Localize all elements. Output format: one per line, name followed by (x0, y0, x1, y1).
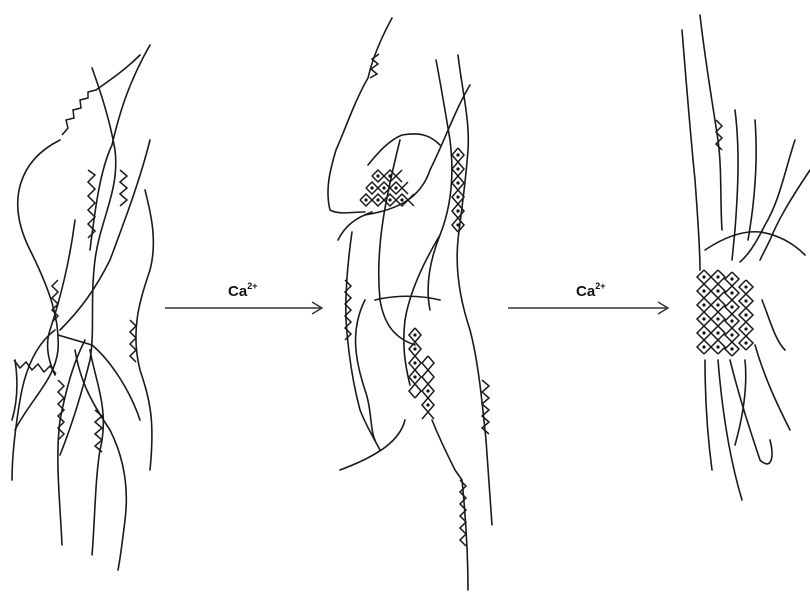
polymer-chain (58, 340, 85, 545)
calcium-ion (376, 174, 379, 177)
calcium-ion (702, 289, 705, 292)
arrow-label-2: Ca2+ (576, 284, 605, 299)
stage-aggregated-network (682, 15, 810, 500)
calcium-ion (730, 277, 733, 280)
calcium-ion (370, 186, 373, 189)
zigzag-segment (62, 90, 96, 135)
calcium-ion (456, 209, 459, 212)
calcium-ion (456, 181, 459, 184)
polymer-chain (346, 232, 380, 450)
calcium-ion (388, 198, 391, 201)
reaction-arrow-2 (508, 302, 668, 314)
calcium-ion (388, 174, 391, 177)
polymer-chain (762, 300, 785, 350)
ion-charge: 2+ (247, 281, 257, 291)
polymer-chain (457, 55, 486, 440)
calcium-ion (456, 223, 459, 226)
calcium-ion (702, 275, 705, 278)
polymer-chain (375, 296, 440, 300)
polymer-chain (760, 170, 810, 260)
calcium-ion (744, 313, 747, 316)
zigzag-segment (130, 320, 136, 362)
polymer-chain (682, 30, 700, 270)
calcium-ion (702, 317, 705, 320)
calcium-ion (702, 345, 705, 348)
polymer-chain (96, 55, 140, 90)
ion-charge: 2+ (595, 281, 605, 291)
calcium-ion (456, 167, 459, 170)
calcium-ion (456, 153, 459, 156)
calcium-ion (744, 285, 747, 288)
calcium-ion (456, 195, 459, 198)
reaction-arrow-1 (165, 302, 322, 314)
zigzag-segment (120, 170, 127, 206)
polymer-chain (368, 134, 440, 165)
stage-partial-crosslinks (328, 18, 492, 590)
calcium-ion (716, 275, 719, 278)
polymer-chain (732, 110, 738, 260)
arrow-label-1: Ca2+ (228, 284, 257, 299)
calcium-ion (426, 403, 429, 406)
calcium-ion (744, 299, 747, 302)
polymer-chain (705, 360, 712, 470)
calcium-ion (730, 347, 733, 350)
calcium-ion (716, 345, 719, 348)
calcium-ion (394, 186, 397, 189)
calcium-ion (716, 331, 719, 334)
calcium-ion (702, 303, 705, 306)
ion-symbol: Ca (576, 283, 595, 300)
calcium-ion (400, 198, 403, 201)
calcium-ion (413, 361, 416, 364)
calcium-ion (730, 333, 733, 336)
polymer-chain (356, 300, 375, 440)
polymer-chain (428, 60, 452, 310)
calcium-ion (364, 198, 367, 201)
polymer-chain (90, 350, 103, 555)
calcium-ion (744, 327, 747, 330)
polymer-chain (136, 190, 154, 470)
calcium-ion (413, 347, 416, 350)
calcium-ion (702, 331, 705, 334)
calcium-ion (730, 319, 733, 322)
polymer-chain (755, 345, 790, 430)
polymer-chain (735, 360, 746, 445)
polymer-chain (12, 360, 17, 420)
calcium-ion (382, 186, 385, 189)
ion-symbol: Ca (228, 283, 247, 300)
egg-box-junction-zone (697, 270, 753, 356)
calcium-ion (376, 198, 379, 201)
polymer-chain (379, 140, 415, 345)
calcium-ion (716, 289, 719, 292)
egg-box-junction (409, 328, 434, 419)
calcium-ion (413, 375, 416, 378)
egg-box-junction (452, 148, 464, 232)
calcium-ion (413, 333, 416, 336)
polymer-chain (748, 120, 756, 240)
calcium-ion (426, 389, 429, 392)
stage-free-chains (12, 45, 153, 570)
calcium-ion (730, 291, 733, 294)
zigzag-segment (88, 170, 95, 238)
polymer-chain (90, 45, 150, 250)
polymer-chain (75, 350, 126, 570)
calcium-ion (716, 303, 719, 306)
calcium-ion (744, 341, 747, 344)
polymer-chain (338, 212, 372, 240)
calcium-ion (716, 317, 719, 320)
polymer-chain (432, 420, 468, 590)
calcium-ion (730, 305, 733, 308)
polymer-chain (486, 440, 492, 525)
